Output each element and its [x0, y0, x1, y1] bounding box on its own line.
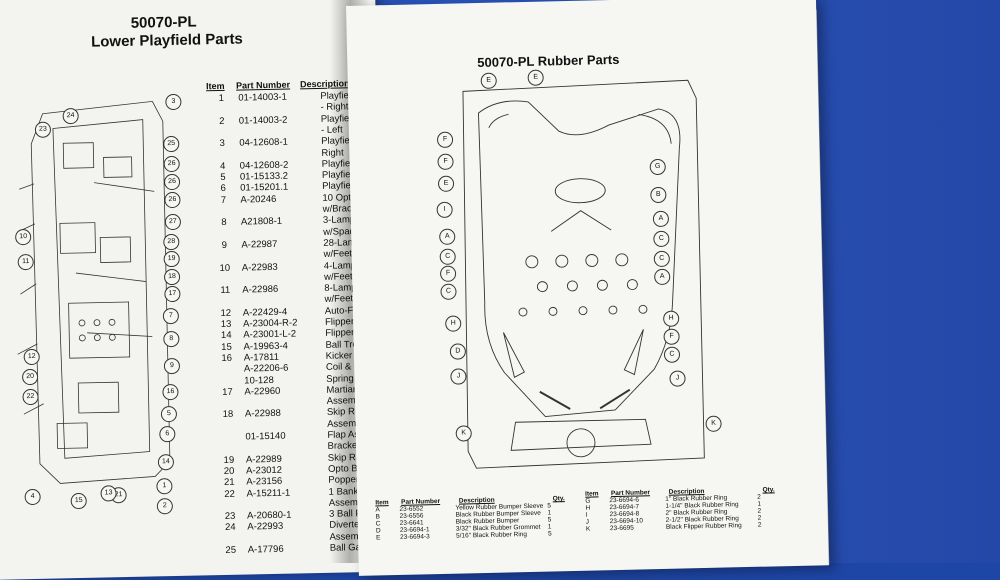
parts-cell-part: [241, 234, 323, 236]
parts-cell-item: [209, 304, 243, 305]
left-page: 50070-PL Lower Playfield Parts 3 25 2 6 2…: [0, 0, 388, 580]
parts-cell-item: 12: [220, 307, 232, 319]
parts-cell-item: 22: [224, 488, 236, 500]
parts-cell-item: 6: [220, 183, 226, 195]
parts-cell-item: [206, 157, 240, 158]
parts-cell-item: 10: [219, 262, 231, 274]
parts-cell-item: 11: [220, 284, 231, 297]
parts-cell-item: [214, 541, 248, 542]
left-page-title-number: 50070-PL: [130, 13, 197, 32]
parts-cell-item: 21: [223, 476, 235, 489]
rubber-cell-qty: 2: [757, 521, 762, 529]
parts-cell-item: 4: [219, 160, 226, 172]
parts-cell-item: 24: [224, 522, 236, 534]
parts-cell-part: [243, 302, 325, 304]
parts-cell-item: 14: [220, 330, 232, 342]
rubber-cell-item: K: [585, 525, 591, 533]
parts-cell-part: [242, 257, 324, 259]
parts-cell-item: 3: [219, 138, 226, 150]
parts-cell-part: [239, 133, 321, 135]
parts-cell-item: 13: [220, 318, 232, 331]
rubber-cell-desc: Black Flipper Rubber Ring: [665, 522, 742, 531]
col-header-part-number: Part Number: [235, 79, 291, 91]
parts-cell-item: 8: [221, 217, 227, 229]
rubber-cell-part: 23-6695: [609, 524, 634, 533]
parts-cell-item: 19: [223, 454, 235, 466]
rubber-parts-playfield-diagram: [462, 79, 705, 469]
parts-cell-item: [211, 406, 245, 407]
parts-cell-item: 2: [219, 115, 225, 127]
parts-cell-item: 18: [222, 409, 234, 421]
parts-cell-item: [208, 281, 242, 282]
parts-cell-part: [246, 449, 328, 451]
rubber-cell-item: E: [375, 534, 381, 542]
parts-cell-item: 23: [224, 510, 236, 523]
parts-cell-item: [205, 134, 239, 135]
parts-cell-item: [208, 259, 242, 260]
parts-cell-item: [213, 507, 247, 508]
parts-cell-item: [211, 440, 245, 441]
col-header-item: Item: [205, 80, 225, 92]
right-page: 50070-PL Rubber Parts E F F E I A C F C …: [346, 0, 829, 576]
rubber-cell-desc: 5/16" Black Rubber Ring: [455, 531, 528, 540]
lower-playfield-diagram: [16, 100, 171, 484]
parts-cell-item: [210, 372, 244, 373]
parts-cell-item: [210, 383, 244, 384]
parts-cell-part: [245, 404, 327, 406]
parts-cell-item: 25: [225, 544, 237, 556]
rubber-cell-part: 23-6694-3: [399, 533, 430, 541]
parts-cell-part: [248, 539, 330, 541]
parts-cell-part: [247, 506, 329, 508]
parts-cell-item: [212, 451, 246, 452]
parts-cell-item: [205, 112, 239, 113]
parts-cell-part: [240, 155, 322, 157]
parts-cell-item: 9: [221, 239, 228, 251]
parts-cell-item: 7: [220, 194, 227, 206]
parts-cell-part: [242, 280, 324, 282]
parts-cell-item: [211, 428, 245, 429]
parts-cell-item: 20: [223, 465, 235, 477]
parts-cell-item: 16: [221, 352, 233, 364]
right-page-title: 50070-PL Rubber Parts: [477, 51, 620, 71]
parts-cell-item: 17: [222, 386, 233, 398]
parts-cell-item: 1: [218, 92, 225, 105]
parts-cell-item: 15: [221, 341, 232, 353]
parts-cell-item: [207, 214, 241, 215]
rubber-cell-qty: 5: [547, 530, 552, 538]
parts-cell-item: 5: [220, 171, 226, 184]
parts-cell-part: A-17796: [247, 543, 284, 556]
left-page-title: Lower Playfield Parts: [90, 30, 243, 51]
parts-cell-part: [239, 110, 321, 112]
parts-cell-part: [245, 427, 327, 429]
parts-cell-part: [241, 212, 323, 214]
parts-cell-item: [207, 236, 241, 237]
